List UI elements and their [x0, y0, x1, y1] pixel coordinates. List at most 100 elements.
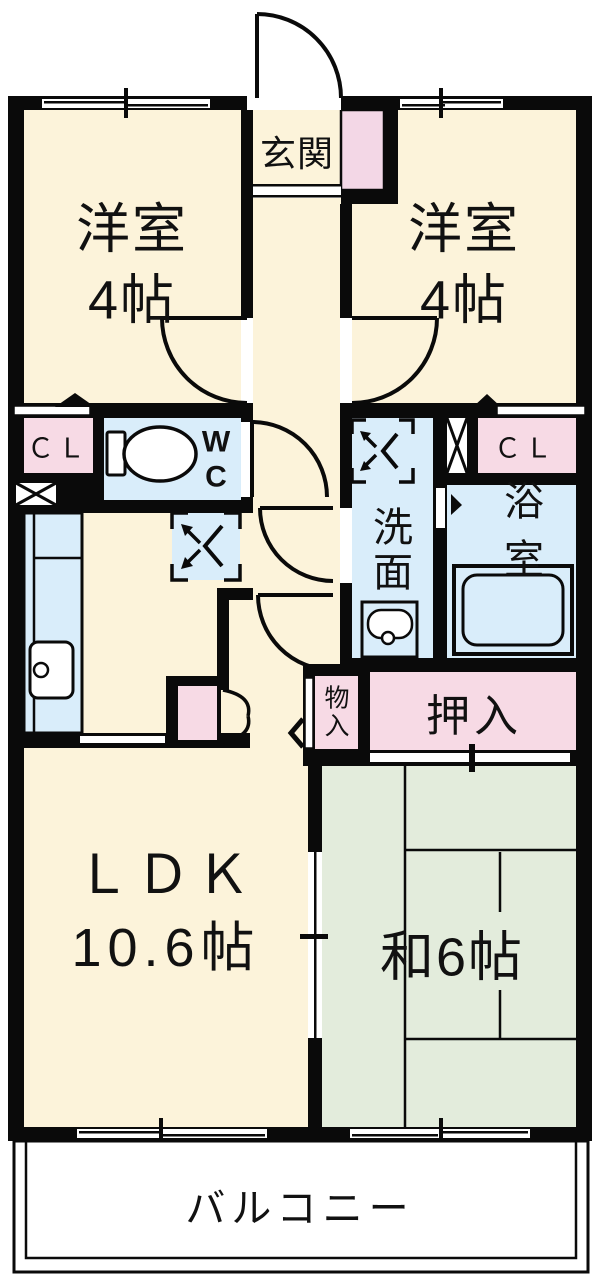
oshiire-fill: [370, 672, 576, 752]
fridge-space-icon: [170, 511, 242, 582]
closet-left-label: ＣＬ: [27, 433, 89, 464]
window-bottom-ldk: [77, 1129, 267, 1138]
kitchen-hatch-opening: [80, 736, 165, 743]
room-right-door: [351, 316, 439, 405]
wc-door: [250, 420, 329, 498]
wall-under-closet-right: [433, 473, 590, 485]
tatami-lines: [403, 765, 576, 1127]
window-bottom-washitsu-sash2: [441, 1131, 528, 1134]
shoe-cabinet: [339, 108, 386, 192]
wall-left: [8, 96, 24, 1141]
doorway-washroom: [340, 508, 352, 583]
tatami-room-floor: [322, 762, 576, 1127]
washitsu-sliding-line: [314, 852, 317, 1038]
japanese-room-label: 和6帖: [379, 927, 525, 988]
bath-door-marker: [451, 494, 462, 515]
genkan-step: [253, 184, 341, 198]
kitchen-closet-fill: [178, 686, 217, 740]
closet-right-opening: [496, 405, 586, 416]
room-left-door: [160, 316, 248, 405]
wall-corridor-left-upper: [241, 110, 253, 318]
washbasin-unit-icon: [360, 600, 419, 659]
oshiire-sliding-tick: [469, 744, 475, 772]
closet-right-fill: [478, 418, 576, 473]
window-bottom-washitsu-sash1: [352, 1134, 438, 1137]
room-left-label: 洋室 4帖: [76, 199, 188, 331]
wall-kitchen-jog-h: [217, 588, 253, 600]
kitchen-closet-bifold-door: [222, 688, 251, 744]
closet-left-door-marker: [55, 393, 95, 407]
washroom-door: [258, 506, 334, 583]
pillar-x-right-icon: [445, 417, 469, 474]
genkan-label: 玄関: [259, 133, 335, 174]
washbasin-drain-icon: [380, 630, 396, 646]
pillar-x-left-icon: [15, 481, 57, 507]
wall-corridor-right-mid: [340, 403, 352, 508]
window-top-left-sash2: [124, 104, 208, 107]
toilet-bowl-icon: [122, 425, 198, 483]
genkan-step-line-1: [253, 184, 341, 187]
wall-ldk-washitsu-lower: [308, 1038, 322, 1127]
wall-ldk-washitsu-upper: [308, 755, 322, 852]
monoiri-door-chevron: [287, 717, 305, 749]
window-bottom-washitsu-tick: [439, 1118, 443, 1148]
window-top-right-tick: [439, 88, 443, 118]
kitchen-sink-icon: [28, 640, 75, 700]
closet-left-opening: [13, 405, 91, 416]
wall-corridor-right-lower: [340, 583, 352, 672]
wall-kitchen-jog-v: [217, 598, 229, 690]
room-right-label: 洋室 4帖: [408, 199, 520, 331]
wall-right: [576, 96, 592, 1141]
window-bottom-ldk-sash1: [79, 1131, 163, 1134]
window-top-left-sash1: [44, 101, 128, 104]
monoiri-door-slot: [304, 677, 314, 749]
wall-corridor-right-upper: [340, 204, 352, 318]
bathroom-label: 浴室: [504, 480, 546, 582]
wall-right-of-cabinet: [384, 110, 398, 204]
doorway-room-right: [340, 318, 352, 403]
balcony-label: バルコニー: [185, 1187, 415, 1231]
monoiri-label: 物 入: [324, 684, 350, 740]
entrance-opening: [247, 96, 341, 110]
room-fills: [22, 108, 576, 1127]
bathtub-inner-icon: [461, 573, 565, 647]
closet-right-label: ＣＬ: [494, 433, 556, 464]
window-top-left-tick: [124, 88, 128, 118]
window-bottom-ldk-sash2: [161, 1134, 265, 1137]
washer-chevron-icon: [380, 432, 399, 470]
washroom-label: 洗 面: [373, 506, 413, 595]
monoiri-fill: [315, 676, 358, 749]
washer-space-icon: [350, 418, 415, 484]
genkan-step-line-2: [253, 195, 341, 198]
balcony: [12, 1139, 590, 1274]
kitchen-counter: [22, 511, 84, 735]
doorway-bath: [436, 488, 445, 528]
washer-arrowhead-down: [360, 461, 371, 471]
wall-wet-bottom: [340, 658, 590, 672]
fridge-chevron-icon: [202, 524, 224, 568]
fridge-arrowhead-up: [181, 524, 193, 536]
bathroom-floor: [447, 485, 576, 658]
wall-wc-cl-divider: [93, 415, 104, 500]
fixtures: [28, 425, 574, 733]
washitsu-sliding-tick: [300, 934, 328, 939]
balcony-inner: [24, 1139, 578, 1260]
wc-label: W C: [201, 425, 231, 494]
ldk-door: [256, 593, 334, 672]
balcony-outer: [12, 1139, 590, 1274]
door-swings: [160, 12, 439, 744]
window-bottom-ldk-tick: [159, 1118, 163, 1148]
kitchen-drain-icon: [32, 661, 50, 679]
bathtub-outer-icon: [452, 564, 574, 656]
wall-below-cabinet: [341, 190, 398, 204]
window-top-right-sash2: [443, 101, 501, 104]
doorway-room-left: [241, 318, 253, 403]
window-top-right-sash1: [402, 104, 445, 107]
entrance-door: [255, 12, 343, 99]
fridge-arrowhead-down: [181, 557, 193, 569]
symbols: [15, 393, 500, 749]
closet-left-fill: [24, 418, 93, 473]
oshiire-label: 押入: [426, 692, 522, 741]
